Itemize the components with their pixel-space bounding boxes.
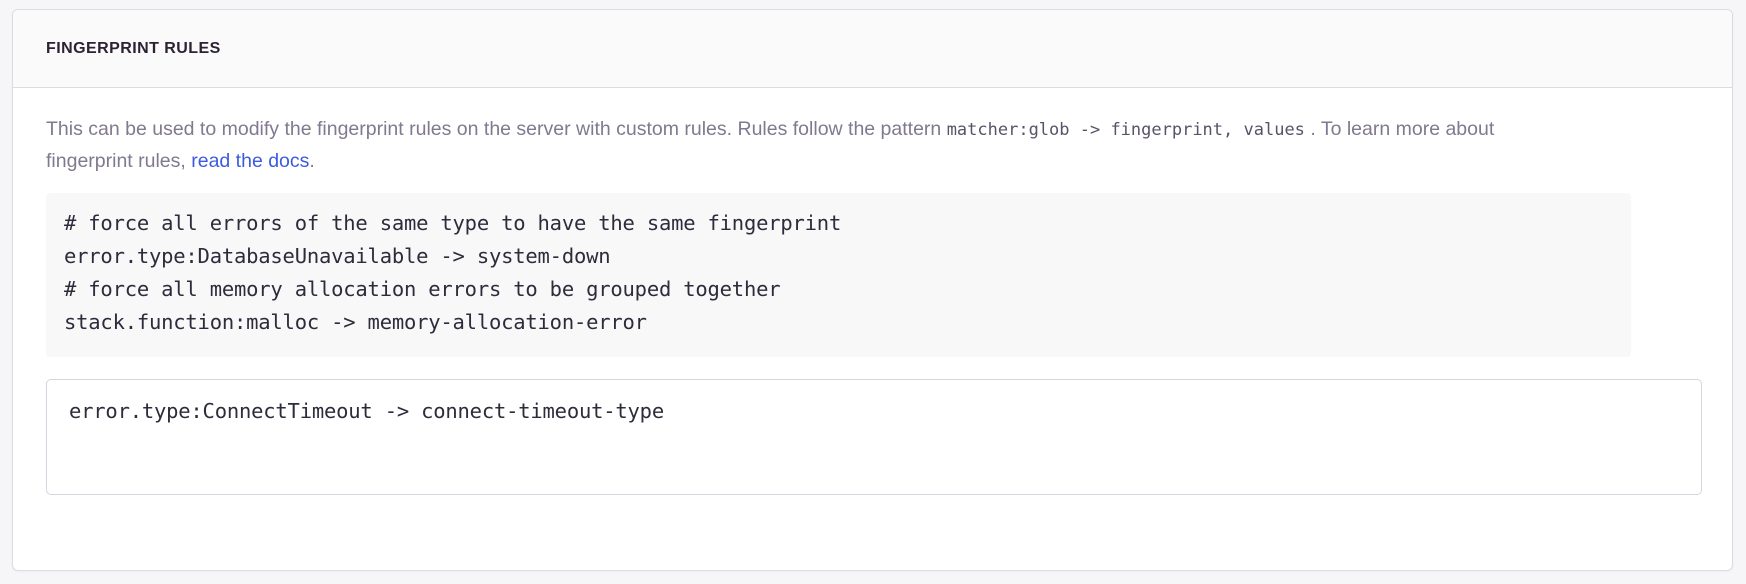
code-line: stack.function:malloc -> memory-allocati… bbox=[64, 310, 647, 334]
description-text: This can be used to modify the fingerpri… bbox=[46, 114, 1546, 177]
description-tail: . bbox=[309, 150, 315, 172]
code-line: # force all errors of the same type to h… bbox=[64, 211, 842, 235]
code-line: # force all memory allocation errors to … bbox=[64, 277, 781, 301]
read-the-docs-link[interactable]: read the docs bbox=[191, 150, 310, 172]
fingerprint-rules-panel: FINGERPRINT RULES This can be used to mo… bbox=[12, 9, 1733, 571]
code-line: error.type:DatabaseUnavailable -> system… bbox=[64, 244, 611, 268]
inline-code-pattern: matcher:glob -> fingerprint, values bbox=[946, 120, 1305, 140]
example-code-block: # force all errors of the same type to h… bbox=[46, 193, 1631, 357]
description-middle: . To learn more about fingerprint rules, bbox=[46, 118, 1495, 172]
panel-body: This can be used to modify the fingerpri… bbox=[13, 88, 1732, 495]
panel-header: FINGERPRINT RULES bbox=[13, 10, 1732, 88]
description-lead: This can be used to modify the fingerpri… bbox=[46, 118, 947, 140]
page-title: FINGERPRINT RULES bbox=[46, 39, 221, 57]
fingerprint-rules-input[interactable] bbox=[46, 379, 1702, 495]
